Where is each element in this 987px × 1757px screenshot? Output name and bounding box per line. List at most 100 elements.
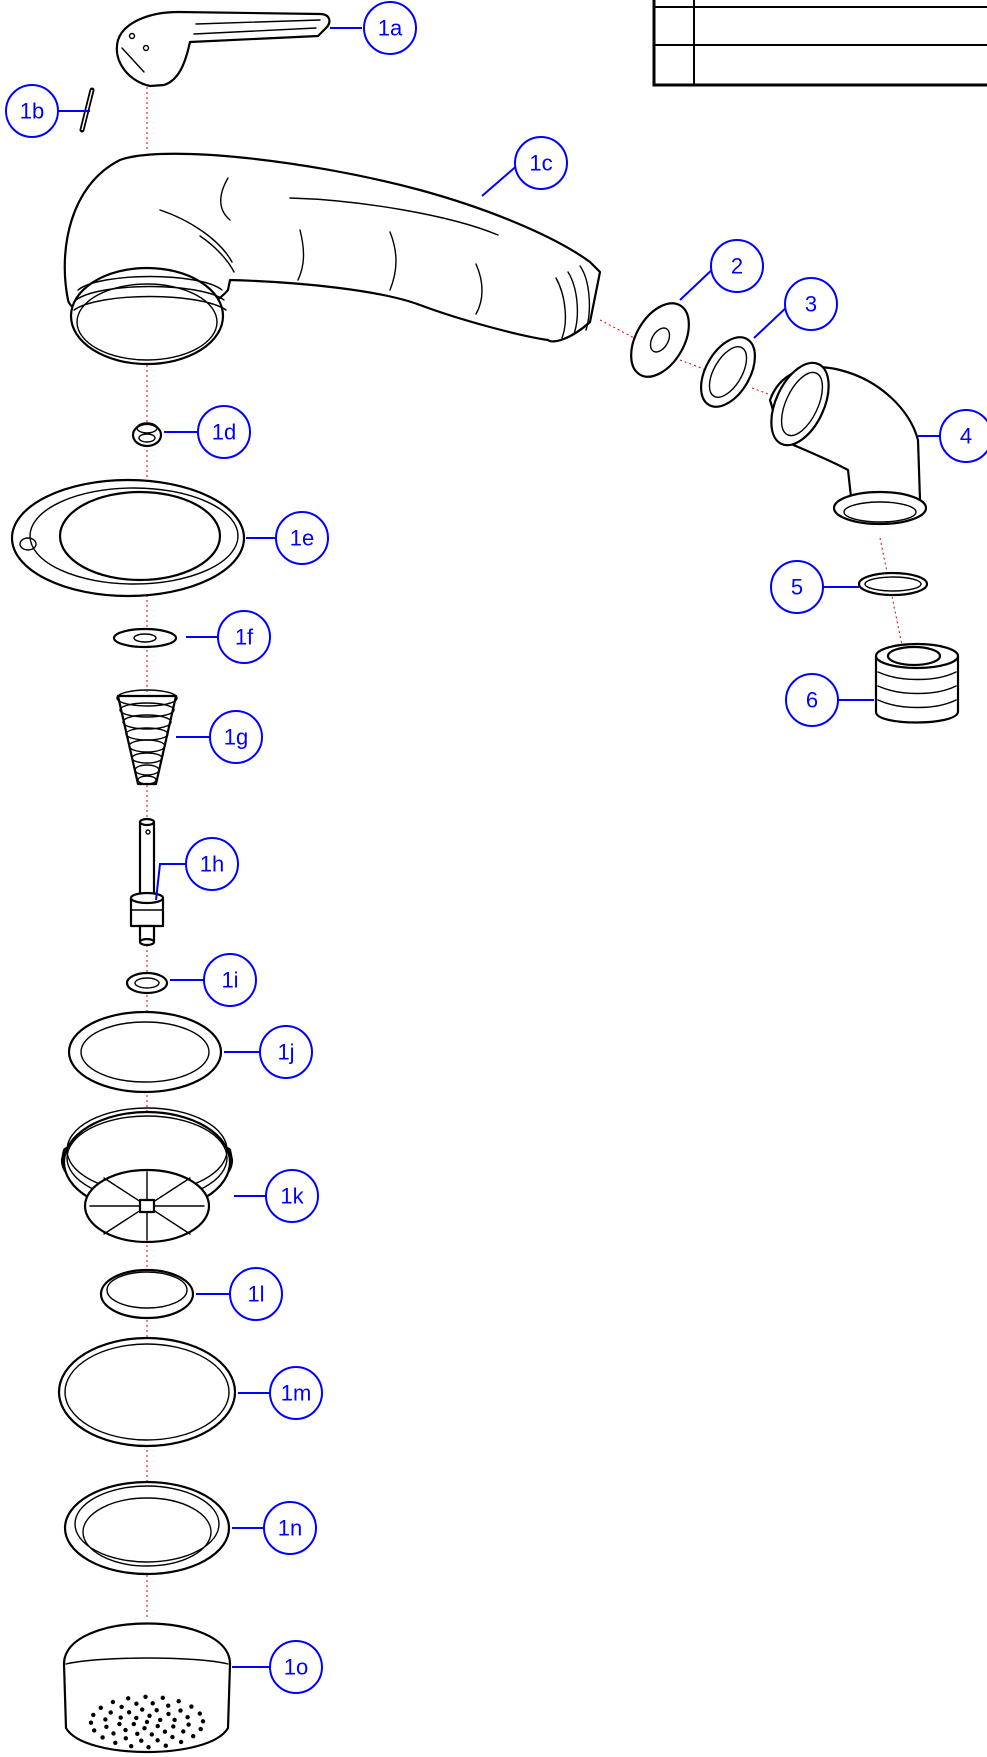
spray-hole xyxy=(197,1711,202,1716)
part-valve-seat xyxy=(131,422,163,448)
callout-label-1a: 1a xyxy=(378,16,403,41)
callout-1h: 1h xyxy=(155,837,239,901)
callout-1i: 1i xyxy=(170,953,257,1007)
spray-hole xyxy=(198,1726,203,1732)
spray-hole xyxy=(178,1739,184,1745)
spray-hole xyxy=(155,1738,160,1743)
part-filter-disc xyxy=(99,1268,195,1320)
spray-hole xyxy=(131,1721,136,1727)
spray-hole xyxy=(88,1720,94,1725)
part-spray-insert xyxy=(60,1107,234,1244)
spray-hole xyxy=(126,1696,131,1701)
part-small-o-ring xyxy=(125,971,169,995)
spray-hole xyxy=(139,1738,144,1743)
spray-hole xyxy=(123,1736,128,1741)
spray-hole xyxy=(91,1712,96,1718)
part-plunger-stem xyxy=(129,817,165,947)
part-o-ring xyxy=(857,571,929,597)
callout-1d: 1d xyxy=(164,405,251,459)
callout-1a: 1a xyxy=(330,1,417,55)
spray-hole xyxy=(155,1723,160,1729)
part-trigger-lever xyxy=(115,10,331,88)
part-large-ring xyxy=(67,1010,223,1094)
callout-label-1b: 1b xyxy=(20,99,44,124)
spray-hole xyxy=(142,1726,147,1731)
spray-hole xyxy=(135,1731,140,1737)
spray-hole xyxy=(147,1713,152,1719)
callout-1o: 1o xyxy=(232,1640,323,1694)
spray-hole xyxy=(162,1729,168,1734)
callout-label-1h: 1h xyxy=(200,852,224,877)
spray-holes xyxy=(88,1694,206,1750)
spray-hole xyxy=(123,1727,128,1733)
callout-1c: 1c xyxy=(481,136,568,197)
spray-hole xyxy=(104,1724,109,1730)
spray-hole xyxy=(160,1695,165,1701)
spray-hole xyxy=(154,1708,159,1713)
callout-label-4: 4 xyxy=(960,424,972,449)
callout-label-1j: 1j xyxy=(277,1040,294,1065)
spray-hole xyxy=(98,1705,104,1711)
callout-label-1e: 1e xyxy=(290,526,314,551)
callout-label-1m: 1m xyxy=(281,1381,312,1406)
spray-hole xyxy=(191,1734,196,1739)
spray-hole xyxy=(144,1719,150,1725)
callout-1j: 1j xyxy=(224,1025,313,1079)
spray-hole xyxy=(140,1707,145,1712)
spray-hole xyxy=(200,1719,206,1724)
spray-hole xyxy=(146,1745,151,1750)
spray-hole xyxy=(119,1704,124,1710)
part-ring-gasket xyxy=(699,336,757,408)
part-retaining-ring xyxy=(63,1480,231,1576)
part-flat-washer xyxy=(112,627,178,649)
part-handle-body xyxy=(63,152,602,366)
spray-hole xyxy=(134,1715,139,1721)
spray-hole xyxy=(171,1724,176,1729)
callout-label-1c: 1c xyxy=(529,151,552,176)
part-head-o-ring xyxy=(57,1336,237,1448)
part-spray-cap xyxy=(62,1622,232,1753)
spray-hole xyxy=(178,1708,183,1713)
callout-label-1i: 1i xyxy=(221,968,238,993)
callout-label-1d: 1d xyxy=(212,420,236,445)
spray-hole xyxy=(143,1694,148,1700)
spray-hole xyxy=(166,1711,171,1717)
spray-hole xyxy=(134,1701,139,1706)
part-hanger-plate xyxy=(10,478,246,598)
callout-label-3: 3 xyxy=(805,292,817,317)
spray-hole xyxy=(129,1744,134,1749)
title-block xyxy=(652,0,987,87)
spray-hole xyxy=(100,1735,105,1740)
spray-hole xyxy=(92,1728,97,1733)
spray-hole xyxy=(163,1743,168,1748)
spray-hole xyxy=(108,1710,113,1715)
callout-1m: 1m xyxy=(238,1366,323,1420)
spray-hole xyxy=(186,1722,191,1727)
callout-label-1f: 1f xyxy=(235,625,254,650)
spray-hole xyxy=(103,1717,108,1722)
part-hose-adapter xyxy=(874,642,960,724)
callout-5: 5 xyxy=(770,560,859,614)
spray-hole xyxy=(189,1704,194,1709)
spray-hole xyxy=(126,1710,132,1715)
callout-2: 2 xyxy=(679,239,764,301)
callout-3: 3 xyxy=(753,277,838,339)
callout-label-1k: 1k xyxy=(280,1184,304,1209)
callout-label-6: 6 xyxy=(806,688,818,713)
part-elbow-fitting xyxy=(768,361,928,526)
callout-4: 4 xyxy=(918,409,987,463)
spray-hole xyxy=(166,1703,171,1708)
spray-hole xyxy=(111,1731,116,1736)
callout-label-1l: 1l xyxy=(247,1282,264,1307)
callout-1b: 1b xyxy=(5,84,90,138)
spray-hole xyxy=(181,1729,186,1734)
spray-hole xyxy=(113,1740,118,1746)
spray-hole xyxy=(149,1732,154,1737)
callout-label-1n: 1n xyxy=(278,1516,302,1541)
part-washer xyxy=(630,302,690,378)
callout-1g: 1g xyxy=(176,710,263,764)
spray-hole xyxy=(118,1715,123,1720)
spray-hole xyxy=(172,1717,177,1723)
spray-hole xyxy=(185,1715,190,1720)
